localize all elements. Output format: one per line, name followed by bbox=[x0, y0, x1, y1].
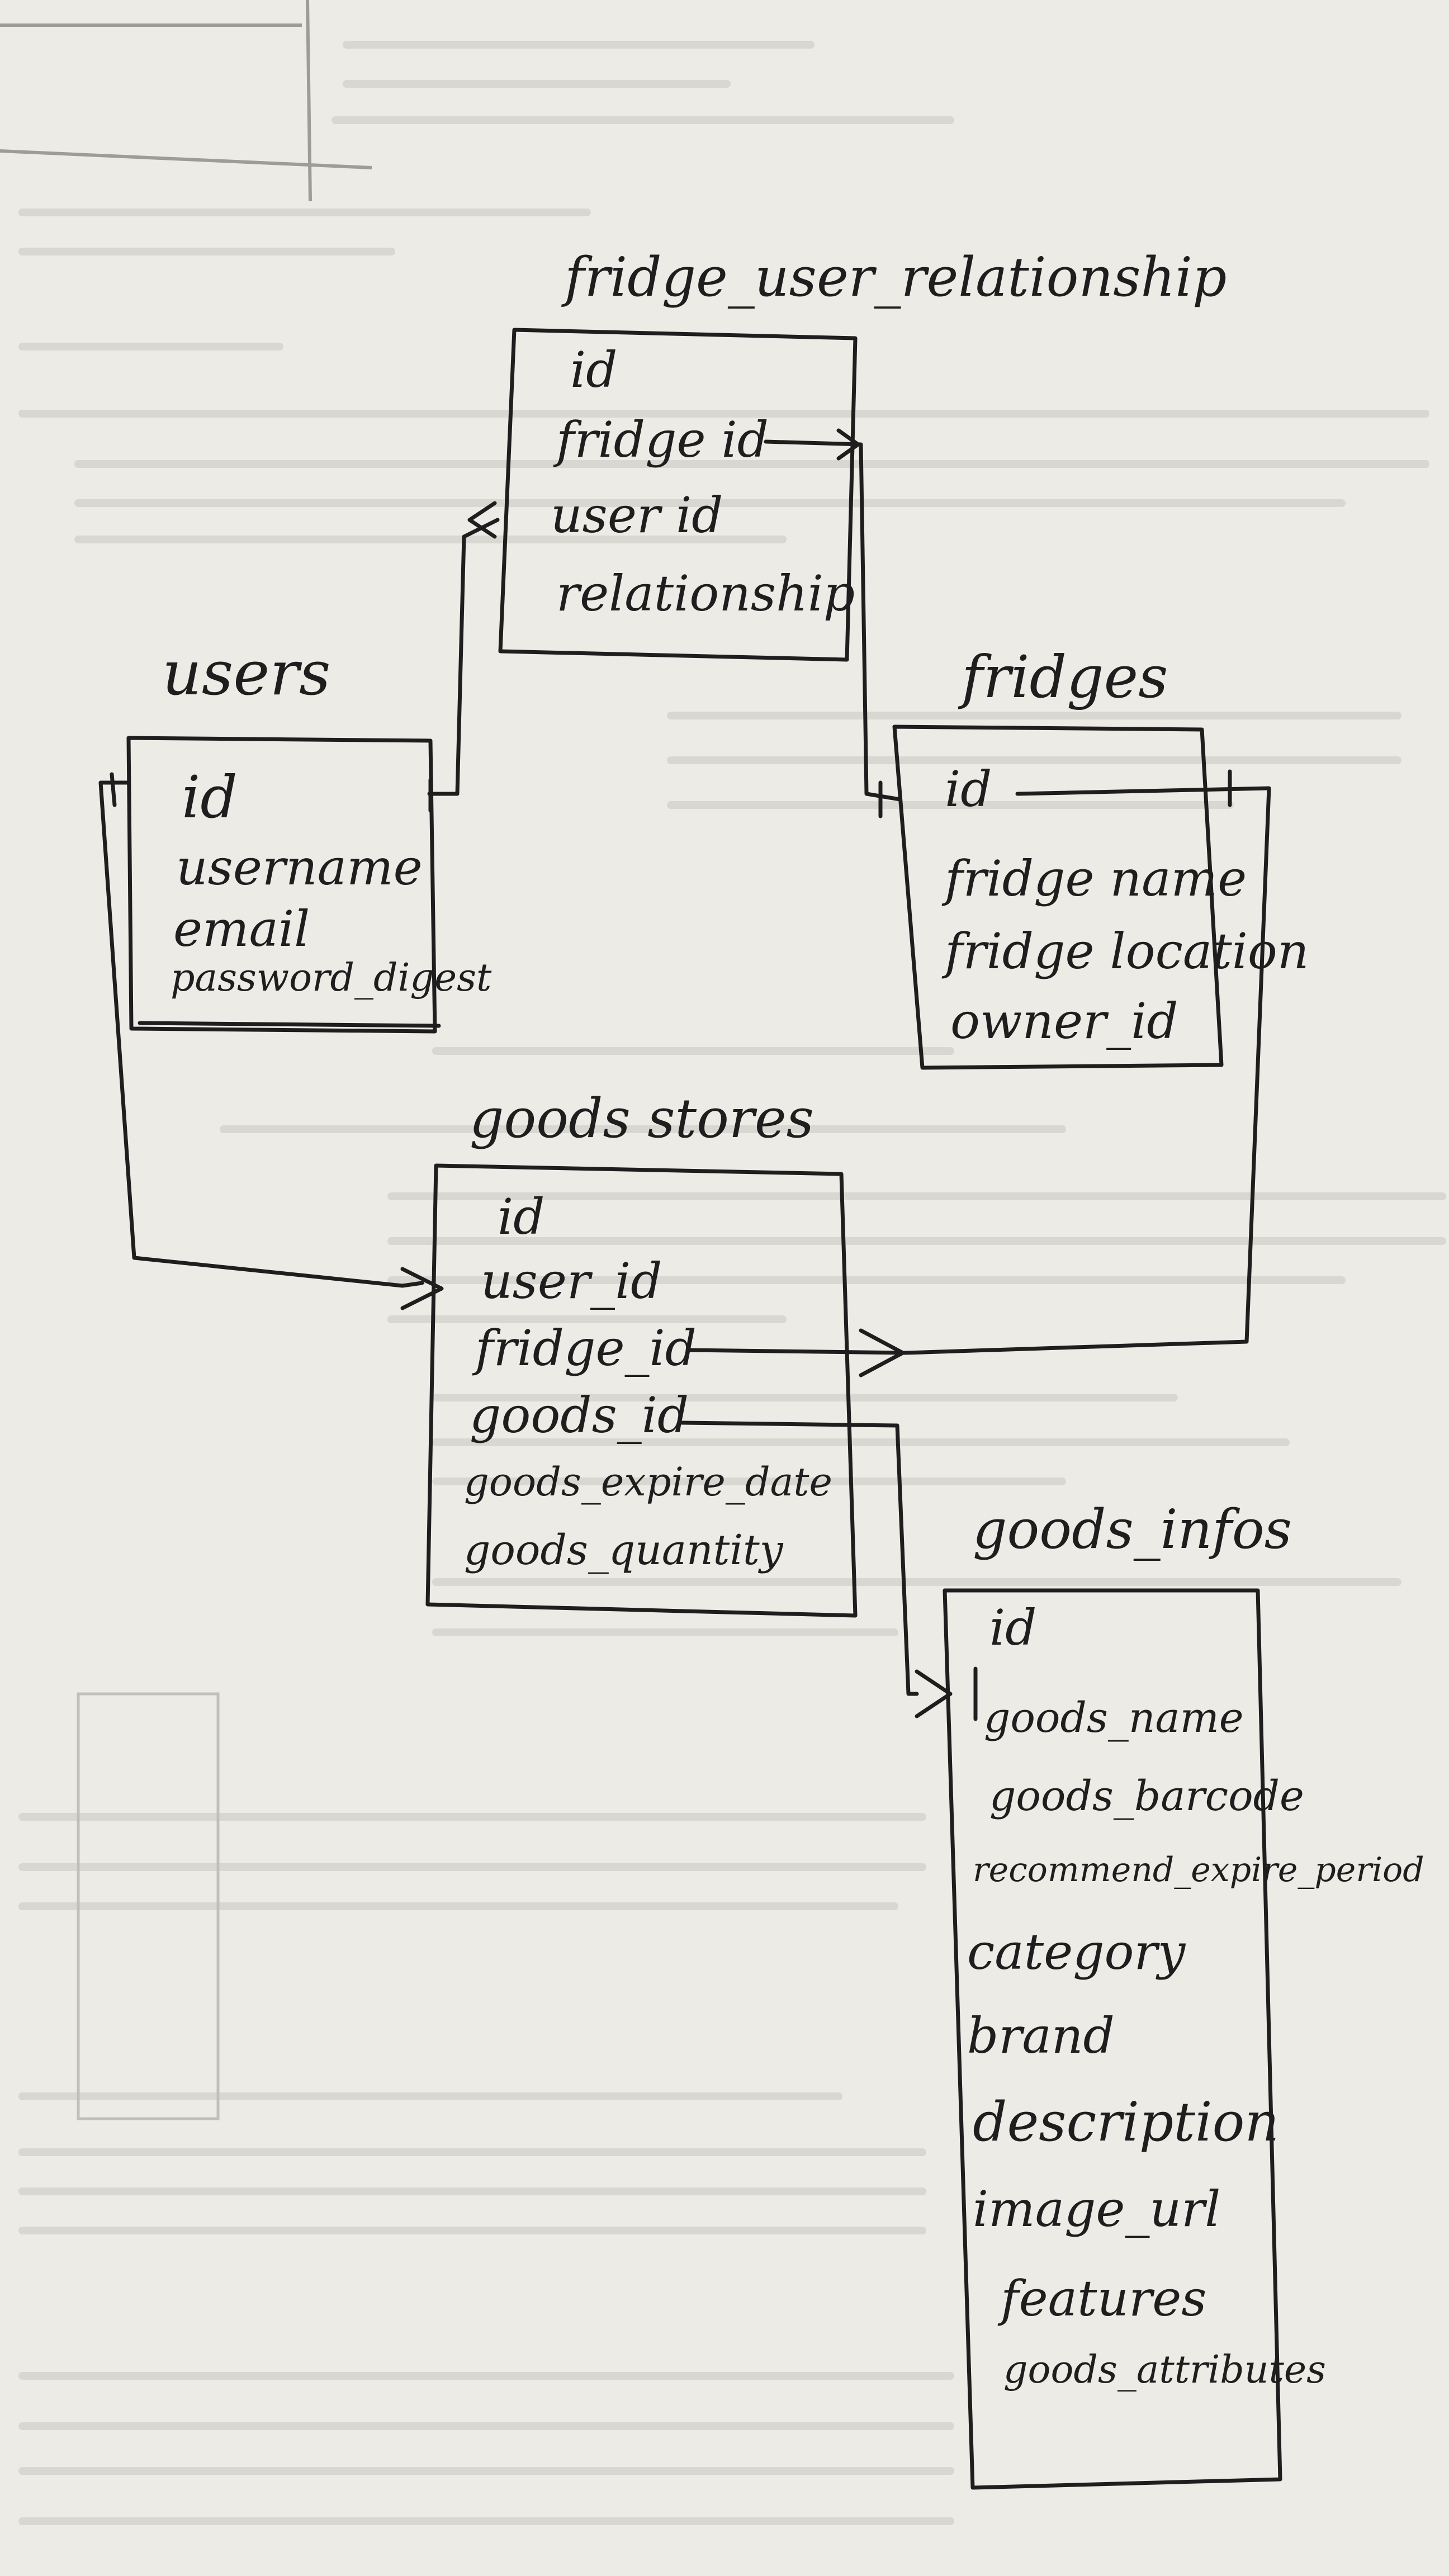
field-goods-infos-features: features bbox=[1001, 2270, 1207, 2327]
field-goods-stores-user-id: user_id bbox=[481, 1252, 662, 1310]
field-relationship-relationship: relationship bbox=[556, 565, 855, 622]
connector-users-goods-stores bbox=[98, 780, 424, 1288]
field-goods-infos-category: category bbox=[967, 1923, 1186, 1981]
field-users-password-digest: password_digest bbox=[171, 956, 492, 1000]
field-goods-stores-id: id bbox=[498, 1188, 545, 1246]
table-title-users: users bbox=[162, 637, 331, 709]
box-goods-infos bbox=[943, 1588, 1282, 2490]
field-relationship-id: id bbox=[570, 341, 618, 399]
field-goods-stores-goods-quantity: goods_quantity bbox=[464, 1526, 783, 1574]
field-relationship-user-id: user id bbox=[551, 486, 723, 544]
table-title-goods-stores: goods stores bbox=[470, 1087, 814, 1150]
table-title-goods-infos: goods_infos bbox=[973, 1498, 1292, 1561]
field-goods-infos-goods-barcode: goods_barcode bbox=[989, 1772, 1304, 1820]
field-goods-infos-image-url: image_url bbox=[973, 2180, 1221, 2238]
field-goods-stores-goods-expire-date: goods_expire_date bbox=[464, 1459, 832, 1505]
field-users-id: id bbox=[182, 763, 238, 831]
box-fridges bbox=[892, 724, 1224, 1070]
connector-relationship-fridges bbox=[764, 439, 902, 802]
field-goods-stores-goods-id: goods_id bbox=[470, 1386, 689, 1444]
box-users bbox=[126, 736, 437, 1034]
field-goods-infos-id: id bbox=[989, 1599, 1037, 1656]
field-relationship-fridge-id: fridge id bbox=[556, 411, 769, 468]
field-goods-infos-goods-attributes: goods_attributes bbox=[1003, 2348, 1327, 2392]
field-goods-infos-description: description bbox=[973, 2091, 1280, 2153]
box-goods-stores bbox=[425, 1163, 858, 1618]
field-fridges-id: id bbox=[945, 760, 992, 818]
field-goods-infos-recommend-expire-period: recommend_expire_period bbox=[973, 1850, 1424, 1890]
box-users-bottom-line bbox=[138, 1021, 441, 1028]
field-goods-infos-brand: brand bbox=[967, 2007, 1115, 2064]
field-goods-stores-fridge-id: fridge_id bbox=[475, 1319, 697, 1377]
field-fridges-owner-id: owner_id bbox=[950, 992, 1178, 1050]
box-fridge-user-relationship bbox=[498, 328, 858, 662]
field-users-username: username bbox=[176, 839, 423, 896]
connector-users-relationship bbox=[427, 518, 500, 796]
table-title-fridges: fridges bbox=[962, 643, 1168, 711]
field-fridges-fridge-location: fridge location bbox=[945, 922, 1309, 980]
connector-fridges-goods-stores bbox=[685, 786, 1271, 1355]
field-users-email: email bbox=[173, 900, 310, 958]
field-fridges-fridge-name: fridge name bbox=[945, 850, 1247, 907]
connector-goods-stores-goods-infos bbox=[680, 1420, 919, 1696]
field-goods-infos-goods-name: goods_name bbox=[984, 1694, 1244, 1742]
table-title-fridge-user-relationship: fridge_user_relationship bbox=[565, 246, 1227, 309]
